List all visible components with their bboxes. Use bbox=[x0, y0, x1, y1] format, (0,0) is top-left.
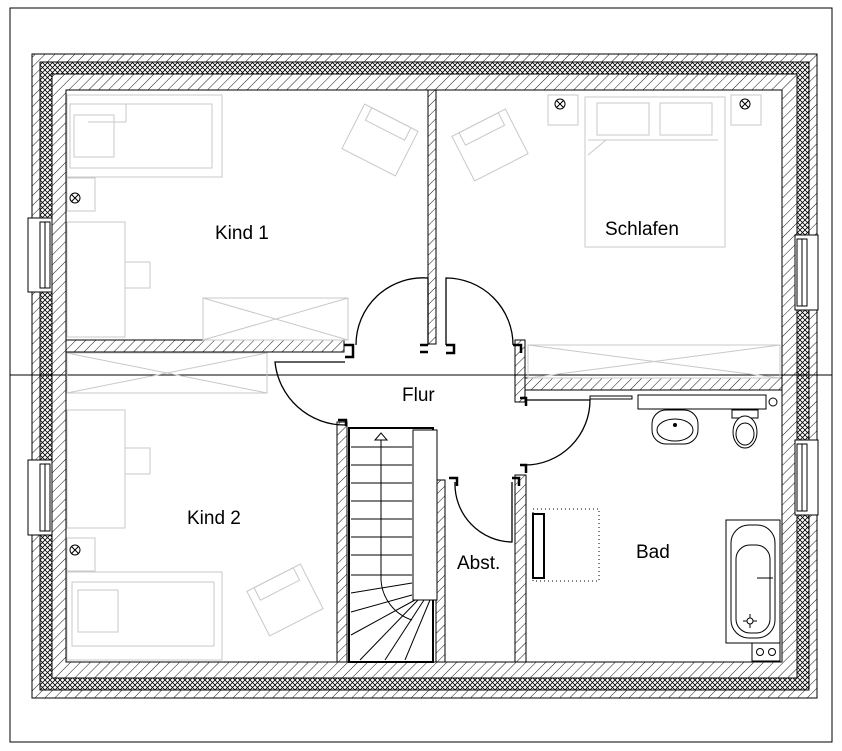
nightstand-kind2 bbox=[66, 537, 96, 572]
door-kind2 bbox=[274, 361, 346, 426]
nightstand-kind1 bbox=[66, 177, 96, 212]
bed-kind2 bbox=[66, 571, 223, 661]
wardrobe-kind2 bbox=[66, 352, 268, 394]
door-abst bbox=[454, 481, 513, 543]
vanity-counter bbox=[637, 394, 767, 410]
window-kind2 bbox=[27, 459, 53, 536]
wardrobe-schlafen bbox=[527, 344, 781, 379]
doors bbox=[274, 277, 591, 543]
door-kind1 bbox=[355, 277, 429, 346]
lamp-icon bbox=[69, 544, 81, 556]
windows bbox=[27, 217, 819, 536]
lamp-icon bbox=[69, 192, 81, 204]
sliding-track bbox=[589, 395, 633, 400]
door-schlafen bbox=[445, 277, 514, 346]
furniture bbox=[66, 94, 781, 661]
bed-kind1 bbox=[66, 94, 223, 178]
lamp-icon bbox=[554, 98, 566, 110]
armchair-kind1 bbox=[341, 103, 419, 177]
double-bed-schlafen bbox=[584, 96, 726, 248]
ceiling-lamp-icons bbox=[69, 98, 751, 556]
window-bad bbox=[794, 439, 819, 516]
toilet-icon bbox=[731, 409, 759, 449]
window-kind1 bbox=[27, 217, 53, 293]
bathtub-icon bbox=[725, 519, 781, 644]
room-label-schlafen: Schlafen bbox=[605, 219, 679, 240]
chair-kind1 bbox=[124, 261, 151, 289]
room-label-abst: Abst. bbox=[457, 553, 500, 574]
radiator bbox=[532, 513, 545, 579]
room-label-flur: Flur bbox=[402, 385, 435, 406]
shower-area bbox=[532, 508, 600, 582]
washbasin-icon bbox=[651, 409, 699, 445]
room-label-kind1: Kind 1 bbox=[215, 223, 269, 244]
armchair-kind2 bbox=[246, 563, 324, 637]
bathroom-fixtures bbox=[532, 394, 781, 662]
lamp-icon bbox=[739, 98, 751, 110]
window-schlafen bbox=[794, 234, 819, 311]
chair-kind2 bbox=[124, 447, 151, 475]
room-label-bad: Bad bbox=[636, 542, 670, 563]
staircase bbox=[348, 427, 438, 663]
floor-outlet bbox=[751, 642, 781, 662]
room-label-kind2: Kind 2 bbox=[187, 508, 241, 529]
wardrobe-kind1 bbox=[202, 297, 349, 341]
door-bad bbox=[524, 399, 591, 466]
armchair-schlafen bbox=[451, 108, 529, 182]
